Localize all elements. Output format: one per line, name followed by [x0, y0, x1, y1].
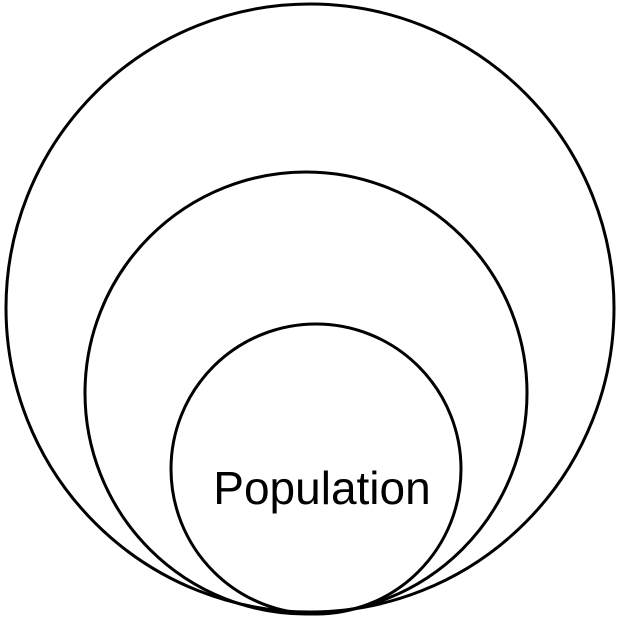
middle-ring: [83, 170, 529, 616]
population-label: Population: [213, 462, 430, 514]
inner-ring: [169, 322, 463, 616]
outer-ring: [4, 2, 616, 614]
